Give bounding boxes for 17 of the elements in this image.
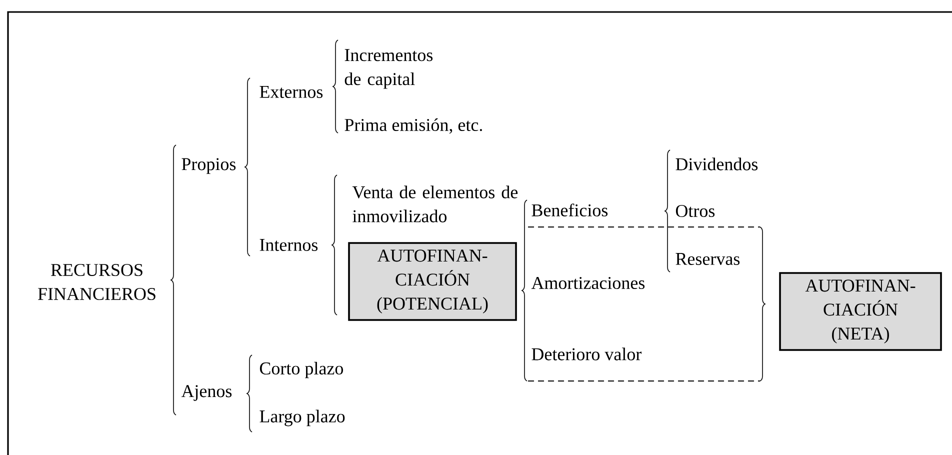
highlight-box: AUTOFINAN- CIACIÓN (NETA)	[779, 272, 942, 351]
category-label: Venta de elementos de inmovilizado	[352, 186, 518, 222]
category-label: Deterioro valor	[532, 348, 642, 360]
category-label: RECURSOS FINANCIEROS	[38, 264, 156, 300]
category-label: Ajenos	[181, 385, 232, 401]
category-label: Internos	[260, 239, 318, 251]
category-label: Reservas	[676, 253, 740, 265]
category-label: Largo plazo	[260, 410, 345, 426]
category-label: Beneficios	[532, 204, 608, 216]
category-label: Corto plazo	[260, 362, 343, 378]
category-label: Propios	[182, 158, 236, 174]
highlight-box: AUTOFINAN- CIACIÓN (POTENCIAL)	[348, 242, 517, 321]
category-label: Otros	[676, 204, 715, 218]
category-label: Externos	[260, 86, 323, 98]
category-label: Incrementos de capital	[344, 49, 433, 89]
category-label: Dividendos	[676, 158, 758, 170]
category-label: Prima emisión, etc.	[344, 118, 482, 134]
